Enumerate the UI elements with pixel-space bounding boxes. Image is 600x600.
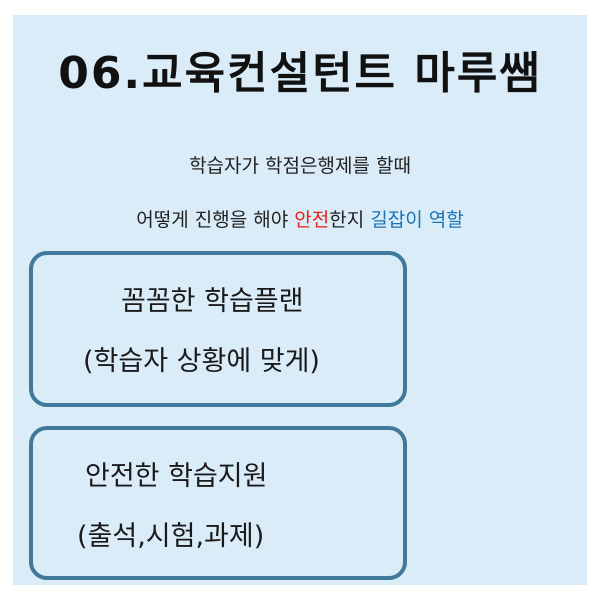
intro-line-2: 어떻게 진행을 해야 안전한지 길잡이 역할	[13, 205, 587, 232]
page-title: 06.교육컨설턴트 마루쌤	[58, 48, 542, 99]
info-card: 06.교육컨설턴트 마루쌤 학습자가 학점은행제를 할때 어떻게 진행을 해야 …	[13, 15, 587, 585]
plan-box-heading: 꼼꼼한 학습플랜	[121, 286, 304, 317]
support-box-heading: 안전한 학습지원	[85, 461, 268, 492]
intro-highlight-role: 역할	[428, 209, 464, 231]
support-box: 안전한 학습지원 (출석,시험,과제)	[29, 426, 407, 580]
intro-highlight-guide: 길잡이	[370, 209, 423, 231]
plan-box: 꼼꼼한 학습플랜 (학습자 상황에 맞게)	[29, 251, 407, 407]
intro-highlight-safe: 안전	[294, 209, 330, 231]
intro-line-2-text-a: 어떻게 진행을 해야	[136, 209, 295, 231]
plan-box-detail: (학습자 상황에 맞게)	[83, 346, 320, 377]
intro-line-2-text-b: 한지	[329, 209, 371, 231]
intro-line-1: 학습자가 학점은행제를 할때	[189, 155, 411, 177]
support-box-detail: (출석,시험,과제)	[77, 521, 265, 552]
